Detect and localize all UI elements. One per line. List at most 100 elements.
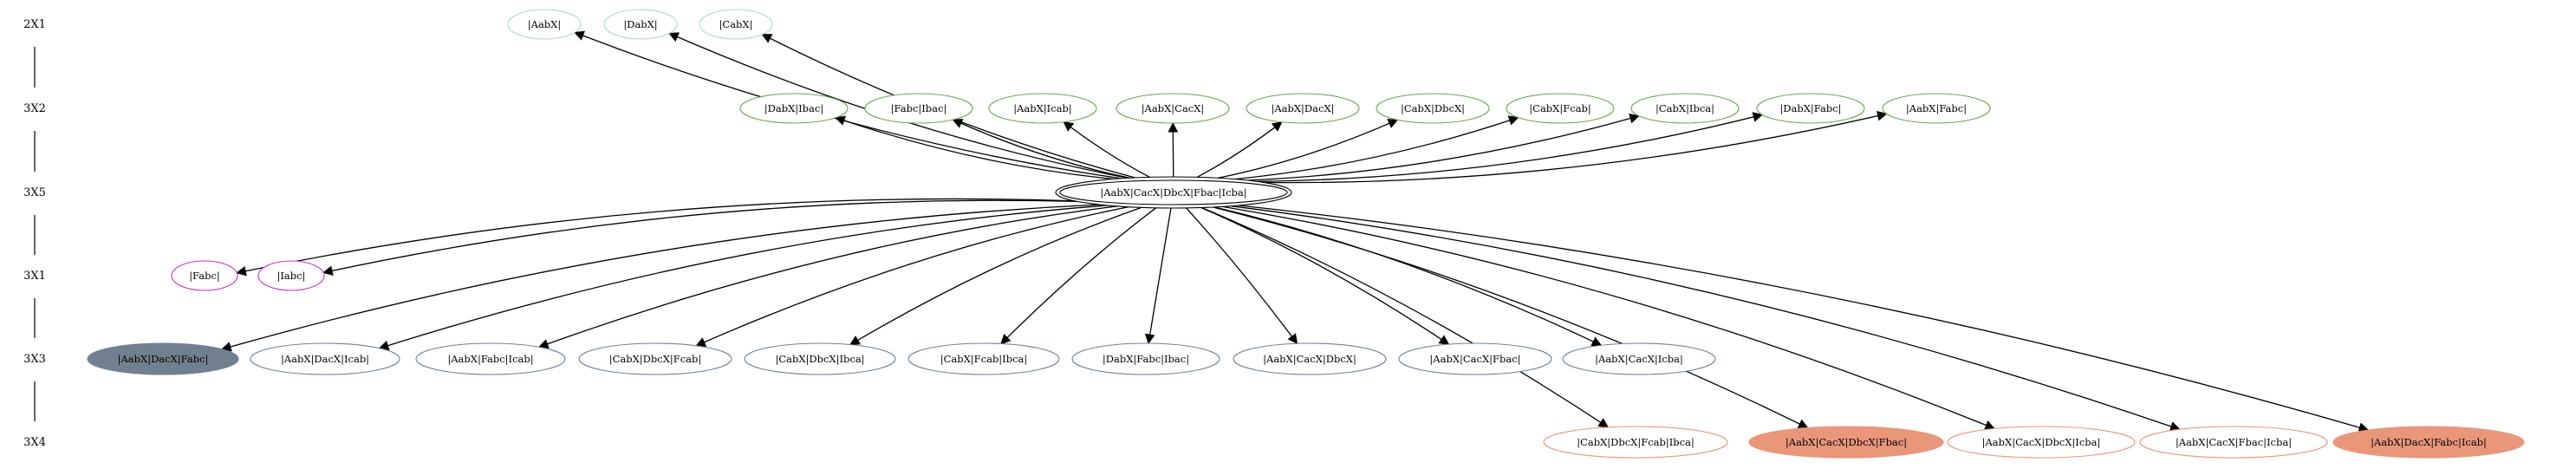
node-layer: |AabX| |DabX| |CabX| |DabX|Ibac| |Fabc|Ibac|… [87,9,2525,459]
graph-node: |AabX|CacX|DbcX| [1233,342,1387,375]
node-ellipse [2332,426,2525,459]
graph-node: |CabX|Fcab| [1506,93,1615,124]
graph-node: |Fabc| [171,260,238,291]
rank-label: 2X1 [23,18,46,31]
node-ellipse [578,342,732,375]
graph-node: |Fabc|Ibac| [864,93,973,124]
node-label: |CabX|Fcab|Ibca| [940,353,1028,366]
edge-arrow [1247,113,1640,181]
edge-arrow [322,199,1078,277]
node-label: |AabX|CacX|DbcX| [1263,353,1356,366]
graph-node: |CabX| [699,9,773,40]
node-label: |AabX|DacX| [1271,102,1334,115]
node-ellipse [250,342,400,375]
center-node: |AabX|CacX|DbcX|Fbac|Icba| [1055,176,1292,209]
edge-arrow [378,205,1108,351]
node-ellipse [1748,426,1944,459]
edge-arrow [1000,207,1157,345]
node-ellipse [1055,176,1292,209]
node-label: |DabX| [623,18,657,31]
edge-arrow [1200,206,1450,345]
node-ellipse [1246,93,1360,124]
edge-arrow [1231,205,2181,432]
node-ellipse [87,342,239,375]
node-ellipse [1947,426,2136,459]
node-label: |AabX|Icab| [1013,102,1072,115]
node-label: |CabX|Ibca| [1656,102,1714,115]
node-label: |AabX|DacX|Fabc|Icab| [2371,436,2487,449]
node-ellipse [1543,426,1728,459]
node-label: |DabX|Fabc| [1779,102,1841,115]
node-label: |AabX|CacX|DbcX|Fbac| [1786,436,1907,449]
node-ellipse [699,9,773,40]
graph-node: |AabX|DacX|Fabc| [87,342,239,375]
node-label: |AabX|Fabc|Icab| [447,353,533,366]
edge-arrow [1257,112,1764,182]
graph-node: |DabX| [603,9,678,40]
graph-node: |DabX|Fabc|Ibac| [1071,342,1220,375]
node-ellipse [988,93,1097,124]
edge-arrow [1239,205,2370,433]
graph-node: |Iabc| [257,260,325,291]
graph-node: |AabX|CacX|DbcX|Icba| [1947,426,2136,459]
edge-arrow [1144,207,1172,345]
edge-arrow [1063,121,1150,178]
edge-arrow [1264,110,1888,184]
node-label: |AabX| [528,18,561,31]
node-ellipse [1506,93,1615,124]
node-ellipse [1071,342,1220,375]
node-ellipse [739,93,849,124]
node-ellipse [257,260,325,291]
graph-node: |CabX|DbcX|Ibca| [744,342,896,375]
node-label: |AabX|CacX|DbcX|Icba| [1982,436,2101,449]
graph-node: |CabX|DbcX| [1376,93,1490,124]
node-label: |CabX|DbcX|Fcab|Ibca| [1577,436,1695,449]
graph-node: |CabX|Ibca| [1630,93,1740,124]
edge-arrow [1196,121,1283,178]
node-label: |AabX|CacX|Icba| [1595,353,1683,366]
node-label: |AabX|CacX|Fbac| [1429,353,1520,366]
node-ellipse [603,9,678,40]
edge-arrow [220,204,1100,352]
node-ellipse [1882,93,1991,124]
rank-label: 3X1 [23,270,46,283]
node-label: |AabX|CacX| [1142,102,1205,115]
rank-label: 3X5 [23,186,46,199]
rank-label: 3X3 [23,353,46,366]
node-ellipse [2139,426,2328,459]
node-label: |CabX|DbcX|Ibca| [775,353,864,366]
node-ellipse [744,342,896,375]
node-label: |AabX|Fabc| [1906,102,1967,115]
graph-node: |CabX|DbcX|Fcab| [578,342,732,375]
graph-node: |AabX|Icab| [988,93,1097,124]
rank-label: 3X4 [23,436,46,449]
node-label: |DabX|Ibac| [764,102,823,115]
graph-node: |CabX|DbcX|Fcab|Ibca| [1543,426,1728,459]
edge-arrow [1218,119,1399,179]
edge-arrow [236,198,1075,277]
node-ellipse [1756,93,1865,124]
edge-arrow [695,205,1129,347]
graph-node: |AabX|CacX|Icba| [1562,342,1716,375]
node-ellipse [171,260,238,291]
edge-arrow [1186,207,1298,345]
node-label: |Fabc|Ibac| [891,102,947,115]
edge-arrow [1213,206,1809,429]
edge-arrow [1168,121,1179,178]
graph-node: |AabX| [507,9,582,40]
node-label: |Fabc| [189,270,220,283]
node-label: |AabX|DacX|Icab| [281,353,369,366]
node-ellipse [1398,342,1552,375]
edge-arrow [952,119,1130,179]
edge-arrow [849,206,1142,346]
edge-arrow [1214,206,1603,347]
node-label: |Iabc| [277,270,306,283]
node-ellipse [1376,93,1490,124]
graph-node: |DabX|Fabc| [1756,93,1865,124]
node-ellipse [907,342,1060,375]
node-label: |CabX|DbcX|Fcab| [609,353,702,366]
node-label: |AabX|DacX|Fabc| [118,353,209,366]
node-label: |DabX|Fabc|Ibac| [1103,353,1189,366]
